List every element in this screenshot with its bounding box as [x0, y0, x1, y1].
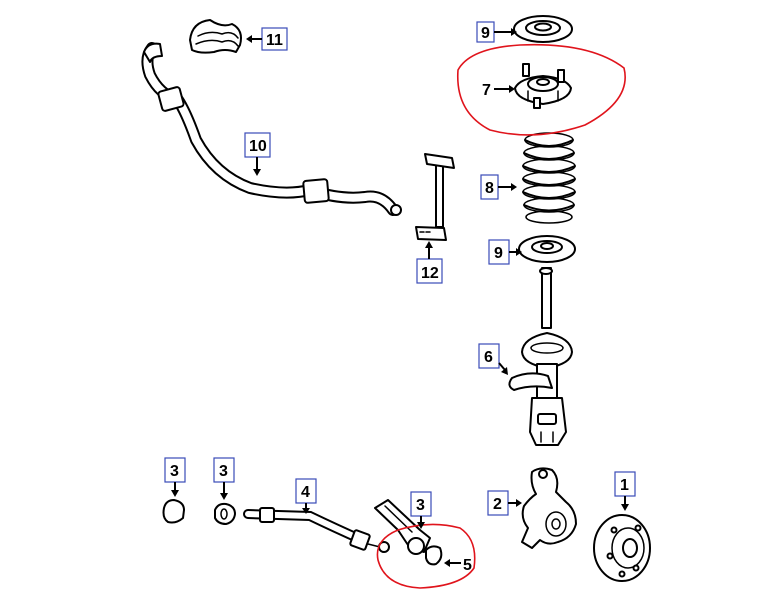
highlight-circle-strut-mount: [457, 43, 626, 136]
callout-11-bracket: 11: [246, 27, 288, 51]
callout-6-strut-assembly: 6: [478, 343, 508, 375]
svg-text:4: 4: [301, 484, 310, 501]
part-strut-assembly: [508, 267, 573, 446]
svg-text:7: 7: [482, 82, 491, 99]
highlight-circle-ball-joint: [376, 523, 476, 589]
part-steering-knuckle: [521, 467, 577, 549]
svg-text:3: 3: [219, 463, 228, 480]
part-lower-spring-seat: [518, 235, 576, 263]
callout-3-control-arm: 3: [410, 491, 432, 529]
callout-1-wheel-hub: 1: [614, 471, 636, 511]
callout-5-ball-joint: 5: [444, 557, 472, 574]
svg-text:11: 11: [266, 32, 283, 49]
part-tension-rod: [243, 507, 390, 553]
svg-text:9: 9: [494, 245, 503, 262]
callout-4-tension-rod: 4: [295, 478, 317, 514]
svg-text:9: 9: [481, 25, 490, 42]
part-lower-control-arm: [374, 499, 443, 566]
svg-text:12: 12: [421, 265, 439, 282]
part-stabilizer-link: [415, 153, 455, 241]
callout-8-coil-spring: 8: [480, 174, 517, 200]
part-bushing-right: [214, 502, 236, 525]
callout-12-stabilizer-link: 12: [416, 241, 443, 284]
callout-10-stabilizer-bar: 10: [244, 132, 271, 176]
part-strut-mount: [514, 63, 572, 109]
svg-text:3: 3: [416, 497, 425, 514]
part-coil-spring: [522, 132, 576, 224]
part-stabilizer-bracket: [189, 19, 242, 54]
svg-text:10: 10: [249, 138, 267, 155]
part-wheel-hub: [593, 514, 651, 582]
svg-text:2: 2: [493, 496, 502, 513]
svg-text:8: 8: [485, 180, 494, 197]
svg-text:3: 3: [170, 463, 179, 480]
part-upper-strut-seat: [513, 15, 573, 43]
part-stabilizer-bar: [141, 42, 402, 216]
callout-9-lower-seat: 9: [488, 239, 522, 265]
part-bushing-left: [162, 499, 185, 524]
callout-3-bushing-left: 3: [164, 457, 186, 497]
callout-9-upper-seat: 9: [476, 21, 517, 43]
callout-2-steering-knuckle: 2: [487, 490, 522, 516]
svg-text:5: 5: [463, 557, 472, 574]
svg-text:1: 1: [620, 477, 629, 494]
callout-7-strut-mount: 7: [482, 82, 515, 99]
svg-text:6: 6: [484, 349, 493, 366]
callout-3-bushing-right: 3: [213, 457, 235, 500]
